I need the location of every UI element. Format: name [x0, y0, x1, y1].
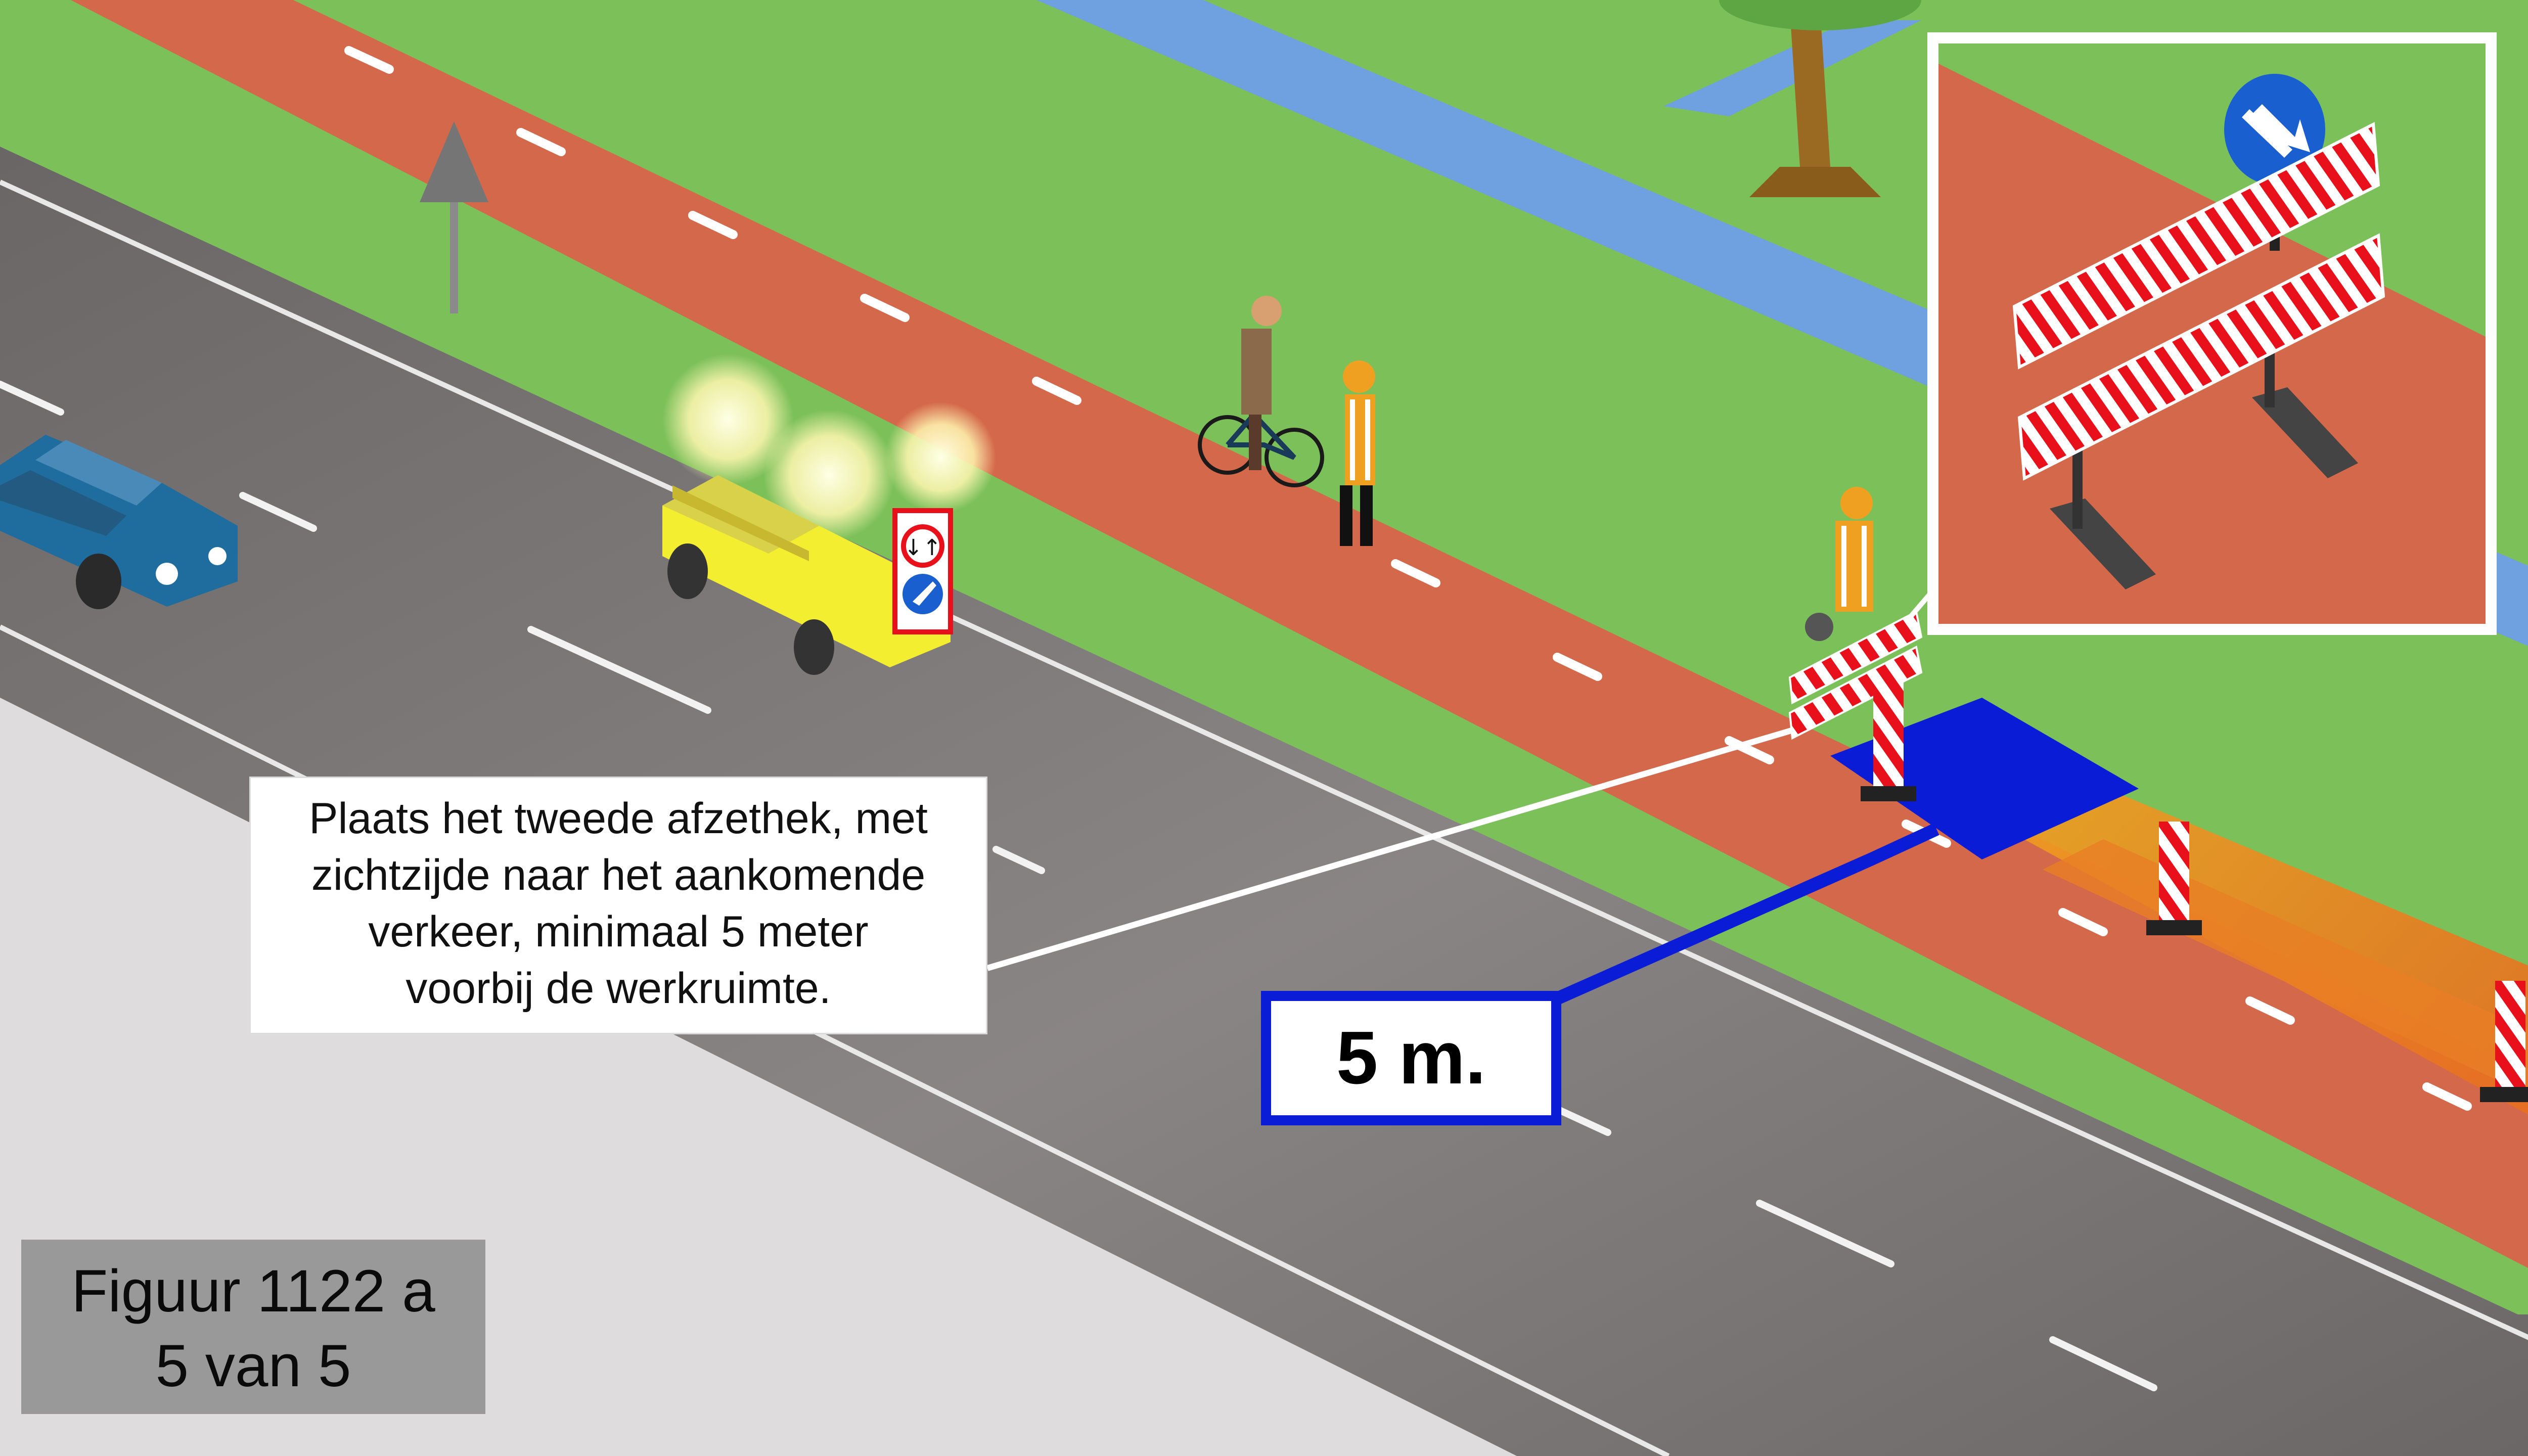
distance-label: 5 m.	[1261, 991, 1561, 1125]
inset-zoom	[1927, 32, 2497, 635]
figure-page: 5 van 5	[155, 1329, 351, 1403]
callout-line: zichtzijde naar het aankomende	[311, 847, 925, 903]
worker-icon	[1835, 487, 1873, 612]
instruction-callout: Plaats het tweede afzethek, met zichtzij…	[249, 777, 987, 1034]
figure-caption: Figuur 1122 a 5 van 5	[21, 1240, 485, 1414]
callout-line: Plaats het tweede afzethek, met	[309, 790, 928, 847]
callout-line: voorbij de werkruimte.	[405, 960, 831, 1017]
figure-number: Figuur 1122 a	[71, 1254, 435, 1329]
callout-line: verkeer, minimaal 5 meter	[368, 903, 868, 960]
svg-text:↓↑: ↓↑	[904, 535, 941, 561]
